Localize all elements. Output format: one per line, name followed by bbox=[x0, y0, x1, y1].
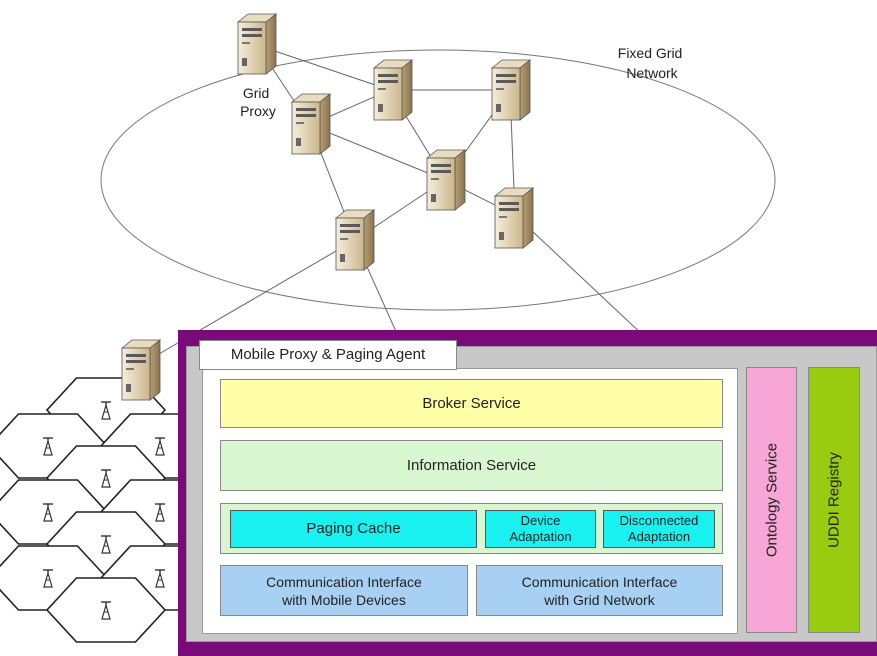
paging-cache-box: Paging Cache bbox=[230, 510, 477, 548]
comm-grid-network-box: Communication Interface with Grid Networ… bbox=[476, 565, 723, 616]
grid-proxy-label: Grid Proxy bbox=[240, 85, 276, 119]
mobile-proxy-server-icon bbox=[121, 339, 161, 401]
server-icon bbox=[373, 59, 413, 121]
fixed-grid-network-ellipse bbox=[100, 49, 776, 311]
server-icon bbox=[426, 149, 466, 211]
disconnected-adaptation-box: Disconnected Adaptation bbox=[603, 510, 715, 548]
information-service-box: Information Service bbox=[220, 440, 723, 491]
mobile-proxy-title: Mobile Proxy & Paging Agent bbox=[199, 340, 457, 370]
ontology-service-box: Ontology Service bbox=[746, 367, 797, 633]
device-adaptation-box: Device Adaptation bbox=[485, 510, 596, 548]
ontology-service-label: Ontology Service bbox=[763, 442, 780, 558]
fixed-grid-network-label: Fixed Grid Network bbox=[618, 45, 686, 81]
uddi-registry-label: UDDI Registry bbox=[825, 452, 843, 548]
grid-proxy-server-icon bbox=[237, 13, 277, 75]
server-icon bbox=[494, 187, 534, 249]
broker-service-box: Broker Service bbox=[220, 379, 723, 428]
server-icon bbox=[491, 59, 531, 121]
server-icon bbox=[335, 209, 375, 271]
comm-mobile-devices-box: Communication Interface with Mobile Devi… bbox=[220, 565, 468, 616]
cell-hexagon bbox=[45, 577, 167, 643]
uddi-registry-box: UDDI Registry bbox=[808, 367, 860, 633]
server-icon bbox=[291, 93, 331, 155]
